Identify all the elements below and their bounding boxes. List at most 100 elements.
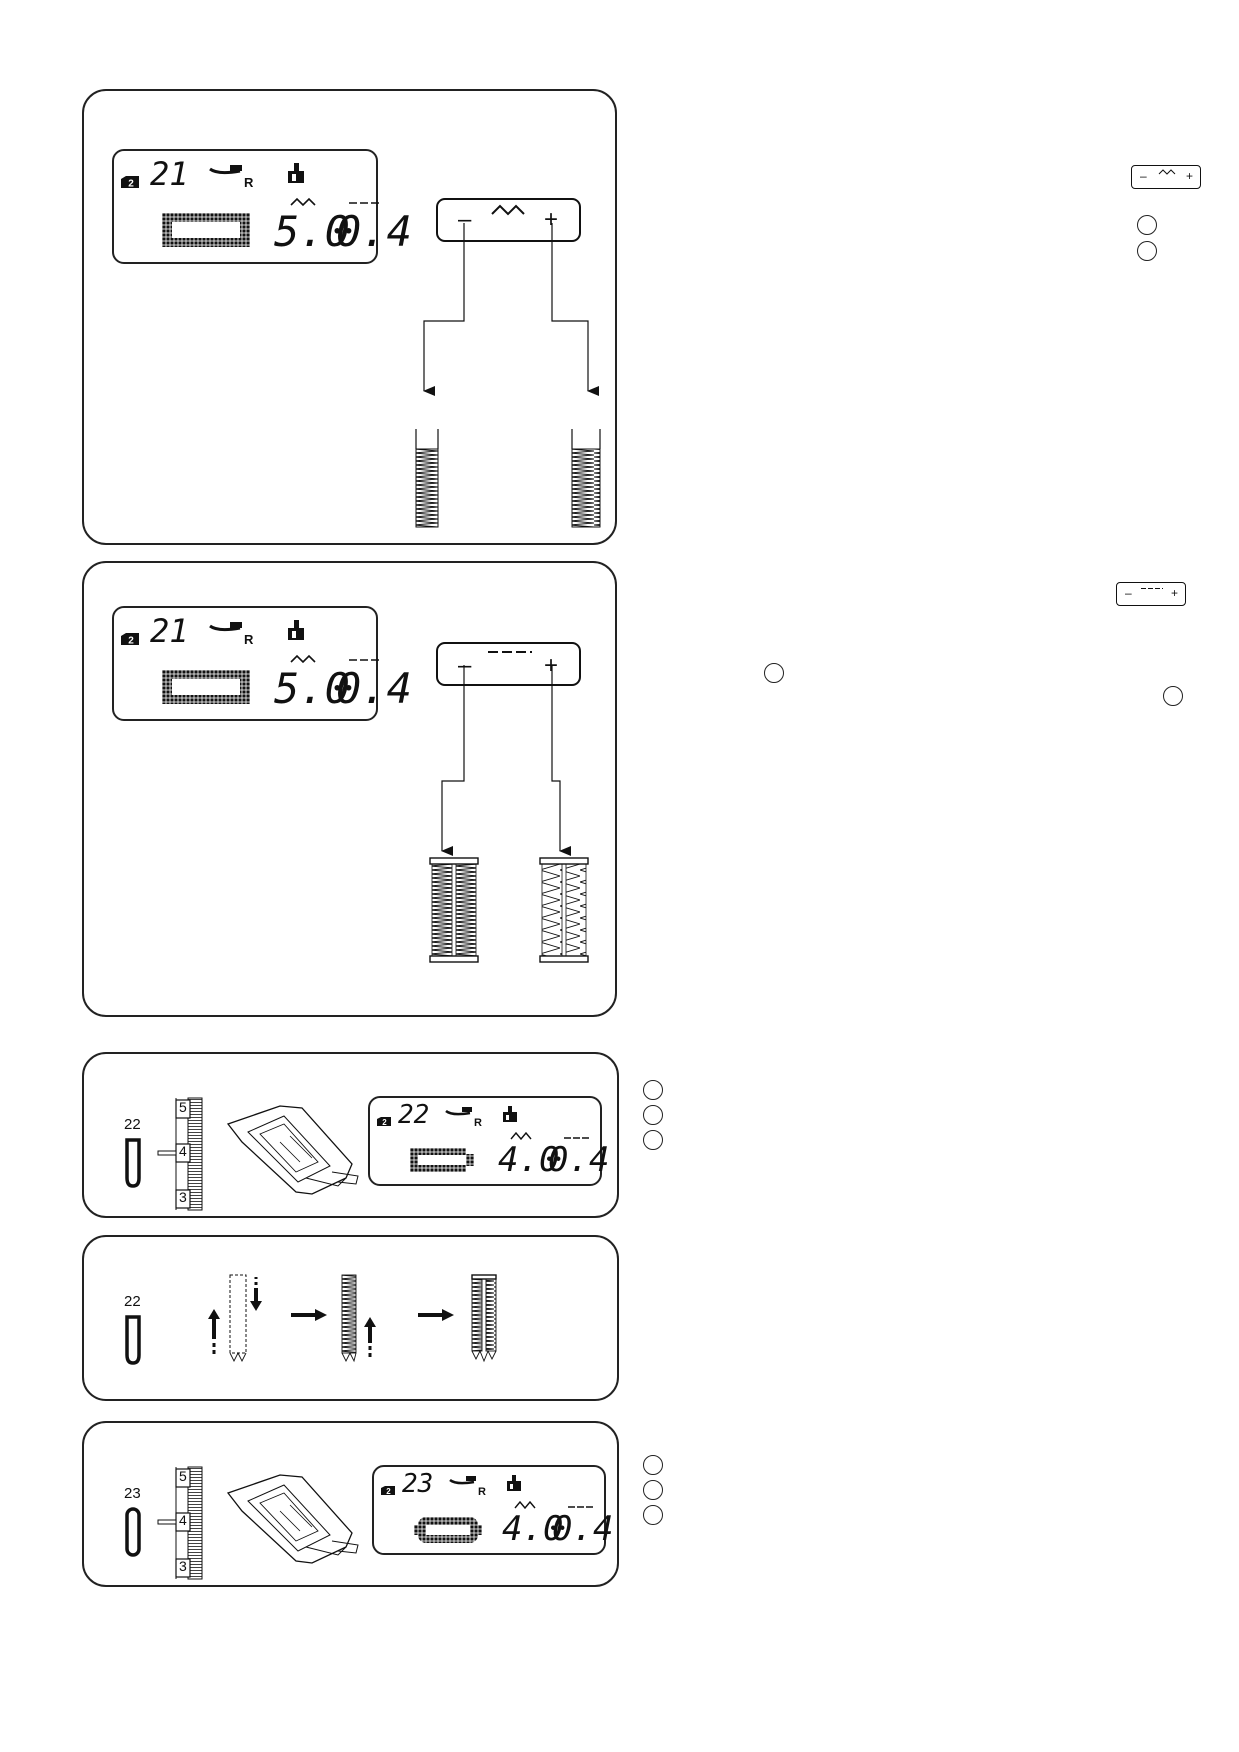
length-value: 0.4: [548, 1140, 610, 1180]
length-value: 0.4: [336, 664, 412, 713]
reference-circle: [643, 1130, 663, 1150]
buttonhole-foot-icon: R: [209, 165, 254, 190]
thread-cutter-icon: [503, 1106, 517, 1122]
reference-circle: [764, 663, 784, 683]
pattern-label: 22: [124, 1116, 141, 1133]
length-adjust-panel: 2 21 R 5.0 0.4 – +: [82, 561, 617, 1017]
thread-cutter-icon: [507, 1475, 521, 1491]
right-arrow-icon: [291, 1309, 327, 1321]
scale-mark-3: 3: [179, 1558, 187, 1574]
rounded-pattern-icon: [414, 1517, 482, 1543]
buttonhole-foot-illustration: [226, 1474, 359, 1564]
pattern-number: 21: [150, 155, 189, 193]
length-value: 0.4: [552, 1509, 614, 1549]
pattern-number: 22: [398, 1100, 430, 1130]
reference-circle: [1137, 241, 1157, 261]
reference-circle: [643, 1505, 663, 1525]
pattern-label: 22: [124, 1293, 141, 1310]
pattern-number: 21: [150, 612, 189, 650]
length-arrows: [441, 665, 571, 856]
lcd-display: 2 22 R 4.0 0.4: [368, 1096, 609, 1186]
width-adjust-panel: 2 21 R 5.0 0.4 – +: [82, 89, 617, 545]
tension-scale: [157, 1466, 203, 1580]
svg-text:2: 2: [382, 1118, 387, 1127]
lcd-display: 2 23 R 4.0 0.4: [372, 1465, 613, 1555]
width-symbol-icon: [290, 654, 316, 664]
width-value: 5.0: [274, 207, 350, 256]
lcd-display: 2 21 R 5.0 0.4: [112, 606, 412, 721]
width-value: 5.0: [274, 664, 350, 713]
width-arrows: [423, 223, 599, 396]
bobbin-mode-icon: 2: [121, 176, 139, 190]
svg-text:R: R: [474, 1117, 482, 1129]
length-adjust-key[interactable]: – +: [436, 642, 581, 686]
reference-circle: [1137, 215, 1157, 235]
keyhole-pattern-icon: [410, 1148, 474, 1172]
pattern-22-sewing-sequence-panel: 22: [82, 1235, 619, 1401]
length-key-symbol: – +: [1116, 582, 1186, 606]
length-symbol-icon: [349, 202, 379, 204]
length-symbol-icon: [349, 659, 379, 661]
bobbin-mode-icon: 2: [381, 1486, 395, 1496]
width-value: 4.0: [502, 1509, 564, 1549]
sewing-step-1: [208, 1274, 262, 1363]
reference-circle: [643, 1455, 663, 1475]
reference-circle: [1163, 686, 1183, 706]
width-symbol-icon: [290, 197, 316, 207]
tension-scale: [157, 1097, 203, 1211]
pattern-number: 23: [402, 1469, 434, 1499]
sewing-step-2: [341, 1274, 376, 1363]
length-symbol-icon: [564, 1137, 590, 1139]
svg-text:R: R: [478, 1486, 486, 1498]
rounded-buttonhole-icon: [125, 1507, 141, 1557]
thread-cutter-icon: [288, 163, 304, 183]
keyhole-buttonhole-icon: [125, 1315, 141, 1365]
buttonhole-foot-icon: R: [449, 1476, 486, 1498]
buttonhole-foot-icon: R: [445, 1107, 482, 1129]
scale-mark-5: 5: [179, 1099, 187, 1115]
svg-text:2: 2: [386, 1487, 391, 1496]
lcd-display: 2 21 R 5.0 0.4: [112, 149, 412, 264]
length-symbol-icon: [488, 651, 532, 653]
width-symbol-icon: [510, 1131, 532, 1141]
width-value: 4.0: [498, 1140, 560, 1180]
scale-mark-5: 5: [179, 1468, 187, 1484]
width-plus[interactable]: +: [544, 206, 559, 233]
svg-text:2: 2: [128, 179, 134, 190]
right-arrow-icon: [418, 1309, 454, 1321]
length-value: 0.4: [336, 207, 412, 256]
thread-cutter-icon: [288, 620, 304, 640]
wide-buttonhole-stitch: [571, 429, 601, 528]
width-minus[interactable]: –: [458, 206, 472, 233]
width-symbol-icon: [491, 204, 525, 216]
pattern-22-setup-panel: 22 5 4 3 2 22 R 4.0 0.4: [82, 1052, 619, 1218]
pattern-23-setup-panel: 23 5 4 3 2 23 R 4.0 0.4: [82, 1421, 619, 1587]
dense-buttonhole-stitch: [429, 857, 479, 963]
open-buttonhole-stitch: [539, 857, 589, 963]
bobbin-mode-icon: 2: [121, 633, 139, 647]
reference-circle: [643, 1480, 663, 1500]
scale-mark-4: 4: [179, 1143, 187, 1159]
width-adjust-key[interactable]: – +: [436, 198, 581, 242]
keyhole-buttonhole-icon: [125, 1138, 141, 1188]
reference-circle: [643, 1105, 663, 1125]
svg-text:R: R: [244, 632, 254, 647]
width-symbol-icon: [1158, 169, 1176, 175]
narrow-buttonhole-stitch: [415, 429, 439, 528]
buttonhole-pattern-icon: [162, 213, 250, 247]
scale-mark-4: 4: [179, 1512, 187, 1528]
length-minus[interactable]: –: [458, 652, 472, 679]
length-symbol-icon: [568, 1506, 594, 1508]
svg-text:R: R: [244, 175, 254, 190]
pattern-label: 23: [124, 1485, 141, 1502]
width-symbol-icon: [514, 1500, 536, 1510]
buttonhole-foot-icon: R: [209, 622, 254, 647]
width-key-symbol: – +: [1131, 165, 1201, 189]
reference-circle: [643, 1080, 663, 1100]
length-plus[interactable]: +: [544, 652, 559, 679]
buttonhole-pattern-icon: [162, 670, 250, 704]
scale-mark-3: 3: [179, 1189, 187, 1205]
buttonhole-foot-illustration: [226, 1105, 359, 1195]
length-symbol-icon: [1141, 588, 1163, 589]
svg-text:2: 2: [128, 636, 134, 647]
